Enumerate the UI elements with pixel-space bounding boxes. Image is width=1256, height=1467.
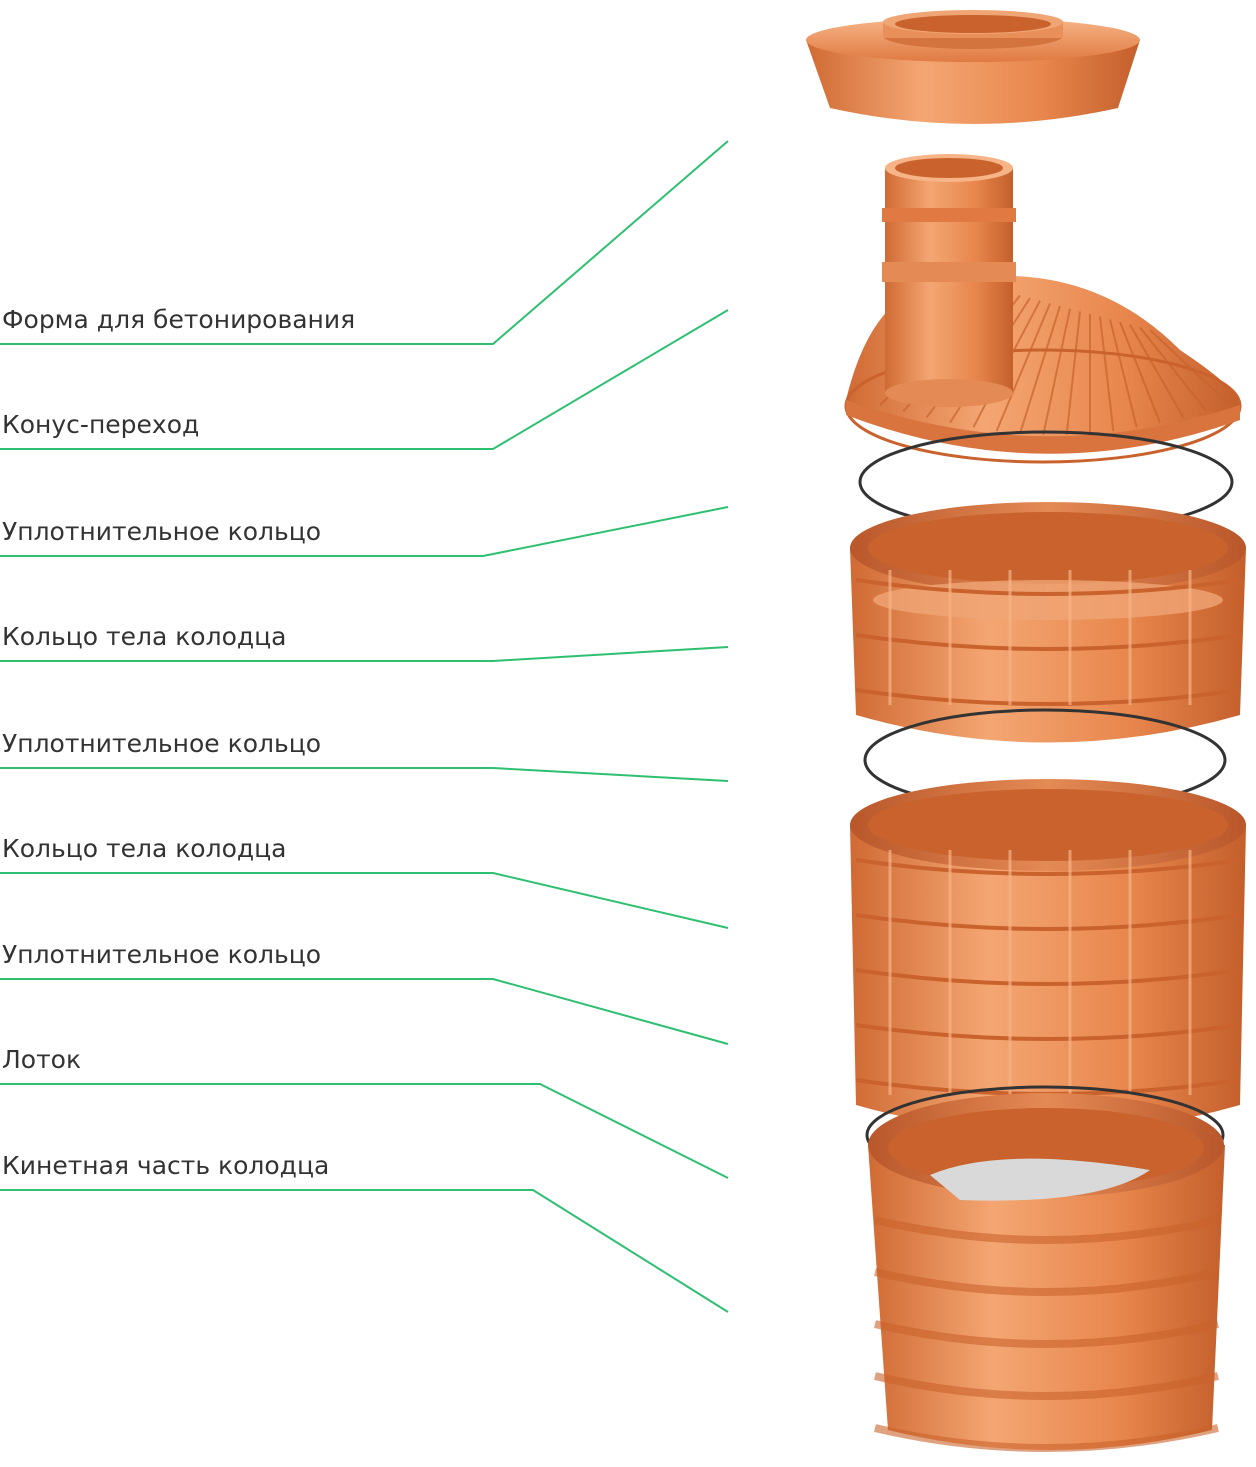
leader-line-seal-ring-1 (0, 506, 729, 557)
label-cone-adapter: Конус-переход (2, 410, 200, 439)
concrete-form-part (806, 10, 1140, 124)
label-concrete-form: Форма для бетонирования (2, 305, 356, 334)
label-seal-ring-2: Уплотнительное кольцо (2, 729, 322, 758)
label-body-ring-2: Кольцо тела колодца (2, 834, 287, 863)
leader-line-concrete-form (0, 140, 729, 345)
leader-line-body-ring-1 (0, 646, 729, 662)
leader-line-body-ring-2 (0, 872, 729, 929)
leader-line-cone-adapter (0, 309, 729, 450)
cone-adapter-part (844, 154, 1242, 464)
leader-line-tray (0, 1083, 729, 1179)
leader-line-seal-ring-2 (0, 767, 729, 782)
body-ring-1-part (850, 502, 1246, 743)
label-body-ring-1: Кольцо тела колодца (2, 622, 287, 651)
label-seal-ring-1: Уплотнительное кольцо (2, 517, 322, 546)
leader-lines (0, 140, 729, 1313)
label-tray: Лоток (2, 1045, 82, 1074)
label-kinetic-part: Кинетная часть колодца (2, 1151, 330, 1180)
leader-line-seal-ring-3 (0, 978, 729, 1045)
body-ring-2-part (850, 779, 1246, 1133)
kinetic-part-part (868, 1093, 1225, 1452)
label-seal-ring-3: Уплотнительное кольцо (2, 940, 322, 969)
tray-part (930, 1158, 1150, 1201)
leader-line-kinetic-part (0, 1189, 729, 1313)
